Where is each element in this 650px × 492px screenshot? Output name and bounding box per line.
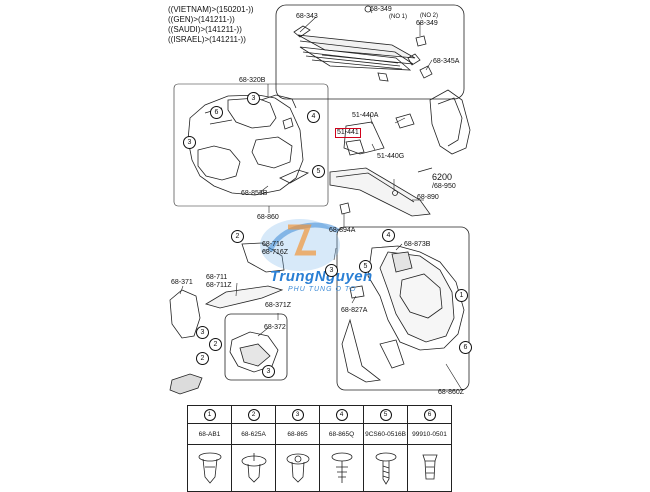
callout-3: 3 <box>262 365 275 378</box>
variant-note: ((ISRAEL)>(141211-)) <box>168 35 246 44</box>
part-label-68-349-no1[interactable]: 68-349 <box>370 6 392 13</box>
part-label-68-349-no2[interactable]: 68-349 <box>416 20 438 27</box>
part-label-68-711z[interactable]: 68-711Z <box>206 282 232 289</box>
fastener-number-row: 1 2 3 4 5 6 <box>187 405 452 424</box>
fastener-number-cell: 5 <box>363 405 408 424</box>
part-label-6200[interactable]: 6200 <box>432 172 453 182</box>
left-panel-frame <box>173 83 329 207</box>
variant-note: ((SAUDI)>(141211-)) <box>168 25 242 34</box>
fastener-part-cell[interactable]: 68-865 <box>275 423 320 445</box>
fastener-image-cell <box>231 444 276 492</box>
watermark-tagline: PHU TUNG O TO <box>288 286 357 293</box>
callout-2: 2 <box>231 230 244 243</box>
fastener-image-cell <box>319 444 364 492</box>
cargo-cover-drawing <box>293 5 433 82</box>
fastener-number-cell: 4 <box>319 405 364 424</box>
screw-icon <box>375 452 396 485</box>
fastener-number-cell: 2 <box>231 405 276 424</box>
part-label-68-371[interactable]: 68-371 <box>171 279 193 286</box>
part-label-68-716[interactable]: 68-716 <box>262 241 284 248</box>
watermark-brand-name: TrungNguyen <box>270 268 373 285</box>
rivet-clip-icon <box>241 453 266 483</box>
fastener-part-cell[interactable]: 68-625A <box>231 423 276 445</box>
part-label-68-890[interactable]: 68-890 <box>417 194 439 201</box>
part-label-68-320b[interactable]: 68-320B <box>239 77 266 84</box>
note-no2: (NO 2) <box>420 13 438 19</box>
fastener-image-cell <box>407 444 452 492</box>
fastener-number-cell: 3 <box>275 405 320 424</box>
fastener-table: 1 2 3 4 5 6 68-AB1 68-625A 68-865 68-865… <box>187 405 452 492</box>
trim-clip-icon <box>286 453 309 483</box>
callout-3: 3 <box>183 136 196 149</box>
part-label-68-860[interactable]: 68-860 <box>257 214 279 221</box>
part-label-68-827a[interactable]: 68-827A <box>341 307 368 314</box>
callout-2: 2 <box>209 338 222 351</box>
part-label-68-372[interactable]: 68-372 <box>264 324 286 331</box>
fastener-image-cell <box>363 444 408 492</box>
callout-5: 5 <box>359 260 372 273</box>
grommet-icon <box>421 454 438 480</box>
christmas-tree-clip-icon <box>331 452 352 483</box>
fastener-part-cell[interactable]: 68-AB1 <box>187 423 232 445</box>
variant-note: ((GEN)>(141211-)) <box>168 15 235 24</box>
part-label-68-345a[interactable]: 68-345A <box>433 58 460 65</box>
part-label-68-950[interactable]: /68-950 <box>432 183 456 190</box>
fastener-number-cell: 6 <box>407 405 452 424</box>
callout-6: 6 <box>210 106 223 119</box>
fastener-part-cell[interactable]: 99910-0501 <box>407 423 452 445</box>
right-panel-frame <box>336 226 470 391</box>
part-label-68-894a[interactable]: 68-894A <box>329 227 356 234</box>
watermark-logo-icon <box>260 219 340 271</box>
part-label-68-873b[interactable]: 68-873B <box>404 241 431 248</box>
callout-4: 4 <box>382 229 395 242</box>
fastener-part-row: 68-AB1 68-625A 68-865 68-865Q 9CS60-0516… <box>187 423 452 445</box>
fastener-number-cell: 1 <box>187 405 232 424</box>
callout-3: 3 <box>196 326 209 339</box>
lower-left-drawing <box>169 242 285 395</box>
part-label-68-343[interactable]: 68-343 <box>296 13 318 20</box>
callout-3: 3 <box>325 264 338 277</box>
left-trim-drawing <box>187 94 310 196</box>
part-label-68-371z[interactable]: 68-371Z <box>265 302 292 309</box>
cargo-cover-frame <box>275 4 465 100</box>
callout-6: 6 <box>459 341 472 354</box>
callout-4: 4 <box>307 110 320 123</box>
sill-drawing <box>329 89 471 217</box>
callout-1: 1 <box>455 289 468 302</box>
part-label-51-441-highlighted[interactable]: 51-441 <box>335 128 361 138</box>
fastener-image-cell <box>275 444 320 492</box>
part-label-68-853b[interactable]: 68-853B <box>241 190 268 197</box>
note-no1: (NO 1) <box>389 14 407 20</box>
callout-3: 3 <box>247 92 260 105</box>
part-label-68-711[interactable]: 68-711 <box>206 274 228 281</box>
variant-notes: ((VIETNAM)>(150201-)) ((GEN)>(141211-)) … <box>168 5 254 45</box>
clip-detail-frame <box>224 313 288 381</box>
fastener-part-cell[interactable]: 9CS60-0516B <box>363 423 408 445</box>
push-clip-icon <box>198 452 221 484</box>
fastener-image-row <box>187 444 452 492</box>
fastener-image-cell <box>187 444 232 492</box>
part-label-68-860z[interactable]: 68-860Z <box>438 389 465 396</box>
leader-lines <box>179 8 463 391</box>
part-label-51-440g[interactable]: 51-440G <box>377 153 405 160</box>
part-label-51-440a[interactable]: 51-440A <box>352 112 379 119</box>
callout-2: 2 <box>196 352 209 365</box>
fastener-part-cell[interactable]: 68-865Q <box>319 423 364 445</box>
callout-5: 5 <box>312 165 325 178</box>
part-label-68-716z[interactable]: 68-716Z <box>262 249 289 256</box>
variant-note: ((VIETNAM)>(150201-)) <box>168 5 254 14</box>
right-trim-drawing <box>341 245 465 383</box>
